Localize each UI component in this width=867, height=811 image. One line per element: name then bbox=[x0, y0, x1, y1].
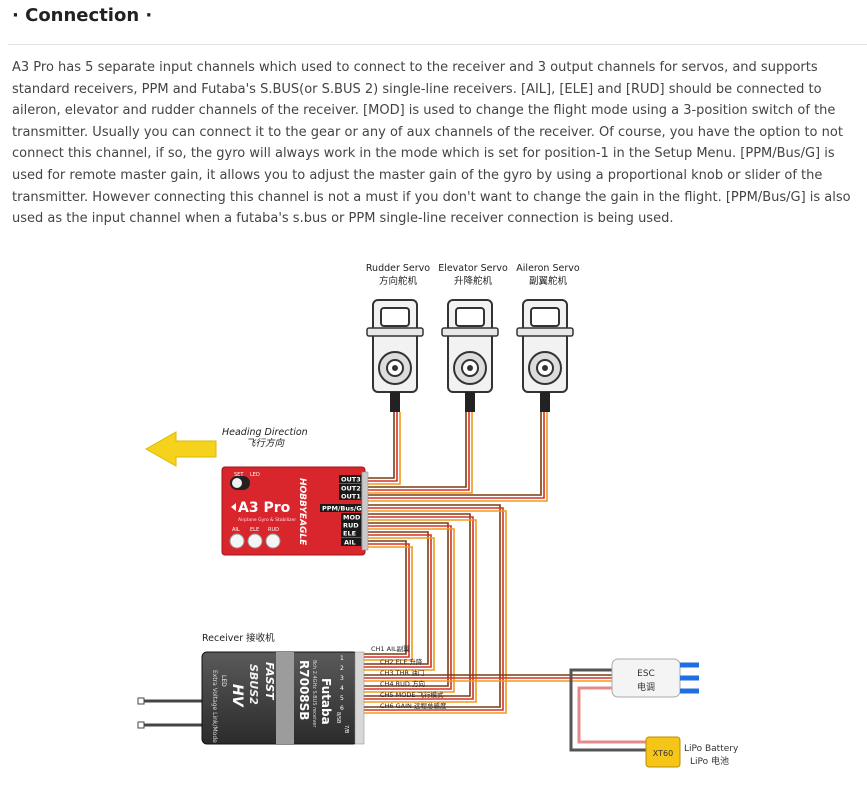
channel-label-ch5: CH5 MODE 飞行模式 bbox=[380, 690, 444, 699]
receiver-model: R7008SB bbox=[297, 660, 311, 720]
gain-wire bbox=[362, 504, 507, 714]
receiver-fasst: FASST bbox=[263, 662, 276, 701]
battery-connector: XT60 bbox=[653, 749, 673, 758]
channel-wires bbox=[362, 504, 612, 714]
esc: ESC 电调 bbox=[611, 658, 699, 698]
port-ele: ELE bbox=[343, 530, 356, 538]
divider bbox=[8, 44, 867, 45]
port-ppm-bus-g: PPM/Bus/G bbox=[322, 505, 362, 513]
rx-pin-4: 4 bbox=[340, 685, 344, 692]
rud-wire bbox=[362, 522, 455, 693]
ele-wire bbox=[362, 531, 435, 671]
servo-elevator-label-cn: 升降舵机 bbox=[454, 275, 493, 287]
channel-label-ch2: CH2 ELE 升降 bbox=[380, 657, 423, 666]
servo-rudder-label-cn: 方向舵机 bbox=[379, 275, 418, 287]
a3pro-controller: SET LED A3 Pro Airplane Gyro & Stabilize… bbox=[221, 466, 369, 556]
esc-label-cn: 电调 bbox=[637, 681, 655, 693]
servo-wires bbox=[365, 412, 548, 502]
channel-label-ch3: CH3 THR 油门 bbox=[380, 668, 424, 677]
rx-pin-6: 6 bbox=[340, 705, 344, 712]
lipo-battery: XT60 LiPo Battery LiPo 电池 bbox=[645, 736, 739, 768]
battery-wires bbox=[569, 668, 646, 752]
knob-ele-label: ELE bbox=[250, 527, 259, 533]
receiver: Extra Voltage Link/Mode LED HV SBUS2 FAS… bbox=[137, 651, 365, 745]
servo-rudder-label-en: Rudder Servo bbox=[366, 263, 430, 274]
rx-pin-5: 5 bbox=[340, 695, 344, 702]
knob-rud-label: RUD bbox=[268, 527, 279, 533]
out1-wire bbox=[365, 412, 548, 502]
mod-wire bbox=[362, 513, 477, 703]
heading-direction-arrow-icon bbox=[144, 431, 217, 467]
servo-aileron-label-cn: 副翼舵机 bbox=[529, 275, 568, 287]
receiver-label: Receiver 接收机 bbox=[202, 632, 275, 644]
intro-paragraph: A3 Pro has 5 separate input channels whi… bbox=[12, 60, 851, 227]
port-rud: RUD bbox=[343, 522, 359, 530]
port-ail: AIL bbox=[344, 539, 356, 547]
out3-wire bbox=[365, 412, 401, 485]
out2-wire bbox=[365, 412, 473, 494]
channel-label-ch1: CH1 AIL副翼 bbox=[371, 644, 410, 653]
heading-direction-label: Heading Direction bbox=[222, 427, 308, 438]
page-title: · Connection · bbox=[12, 5, 153, 26]
receiver-hv: HV bbox=[229, 684, 245, 708]
servo-elevator bbox=[441, 299, 499, 412]
port-out1: OUT1 bbox=[341, 493, 361, 501]
receiver-sbus2: SBUS2 bbox=[247, 664, 260, 705]
controller-model: A3 Pro bbox=[238, 500, 291, 516]
servo-aileron bbox=[516, 299, 574, 412]
rx-pin-3: 3 bbox=[340, 675, 344, 682]
channel-label-ch4: CH4 RUD 方向 bbox=[380, 679, 425, 688]
rx-pin-8sb: 8/SB bbox=[335, 712, 341, 724]
esc-label-en: ESC bbox=[637, 669, 655, 679]
servo-aileron-label-en: Aileron Servo bbox=[516, 263, 580, 274]
port-out2: OUT2 bbox=[341, 485, 361, 493]
controller-tagline: Airplane Gyro & Stabilizer bbox=[238, 517, 296, 523]
led-label: LED bbox=[250, 472, 260, 478]
receiver-brand: Futaba bbox=[319, 678, 333, 725]
rx-pin-7b: 7/B bbox=[343, 725, 349, 734]
receiver-led-label: LED bbox=[220, 675, 227, 687]
battery-label-en: LiPo Battery bbox=[684, 744, 739, 754]
controller-brand: HOBBYEAGLE bbox=[297, 478, 307, 546]
set-label: SET bbox=[234, 472, 244, 478]
rx-pin-2: 2 bbox=[340, 665, 344, 672]
heading-direction-label-cn: 飞行方向 bbox=[246, 437, 286, 449]
receiver-side-text: Extra Voltage Link/Mode bbox=[211, 670, 218, 743]
port-mod: MOD bbox=[343, 514, 361, 522]
battery-label-cn: LiPo 电池 bbox=[690, 755, 729, 767]
ail-wire bbox=[362, 540, 413, 661]
receiver-subtitle: 8ch 2.4GHz S.BUS receiver bbox=[311, 660, 317, 728]
servo-rudder bbox=[366, 299, 424, 412]
port-out3: OUT3 bbox=[341, 476, 361, 484]
knob-ail-label: AIL bbox=[232, 527, 240, 533]
servo-elevator-label-en: Elevator Servo bbox=[438, 263, 508, 274]
channel-label-ch6: CH6 GAIN 远程总感度 bbox=[380, 701, 447, 710]
rx-pin-1: 1 bbox=[340, 655, 344, 662]
